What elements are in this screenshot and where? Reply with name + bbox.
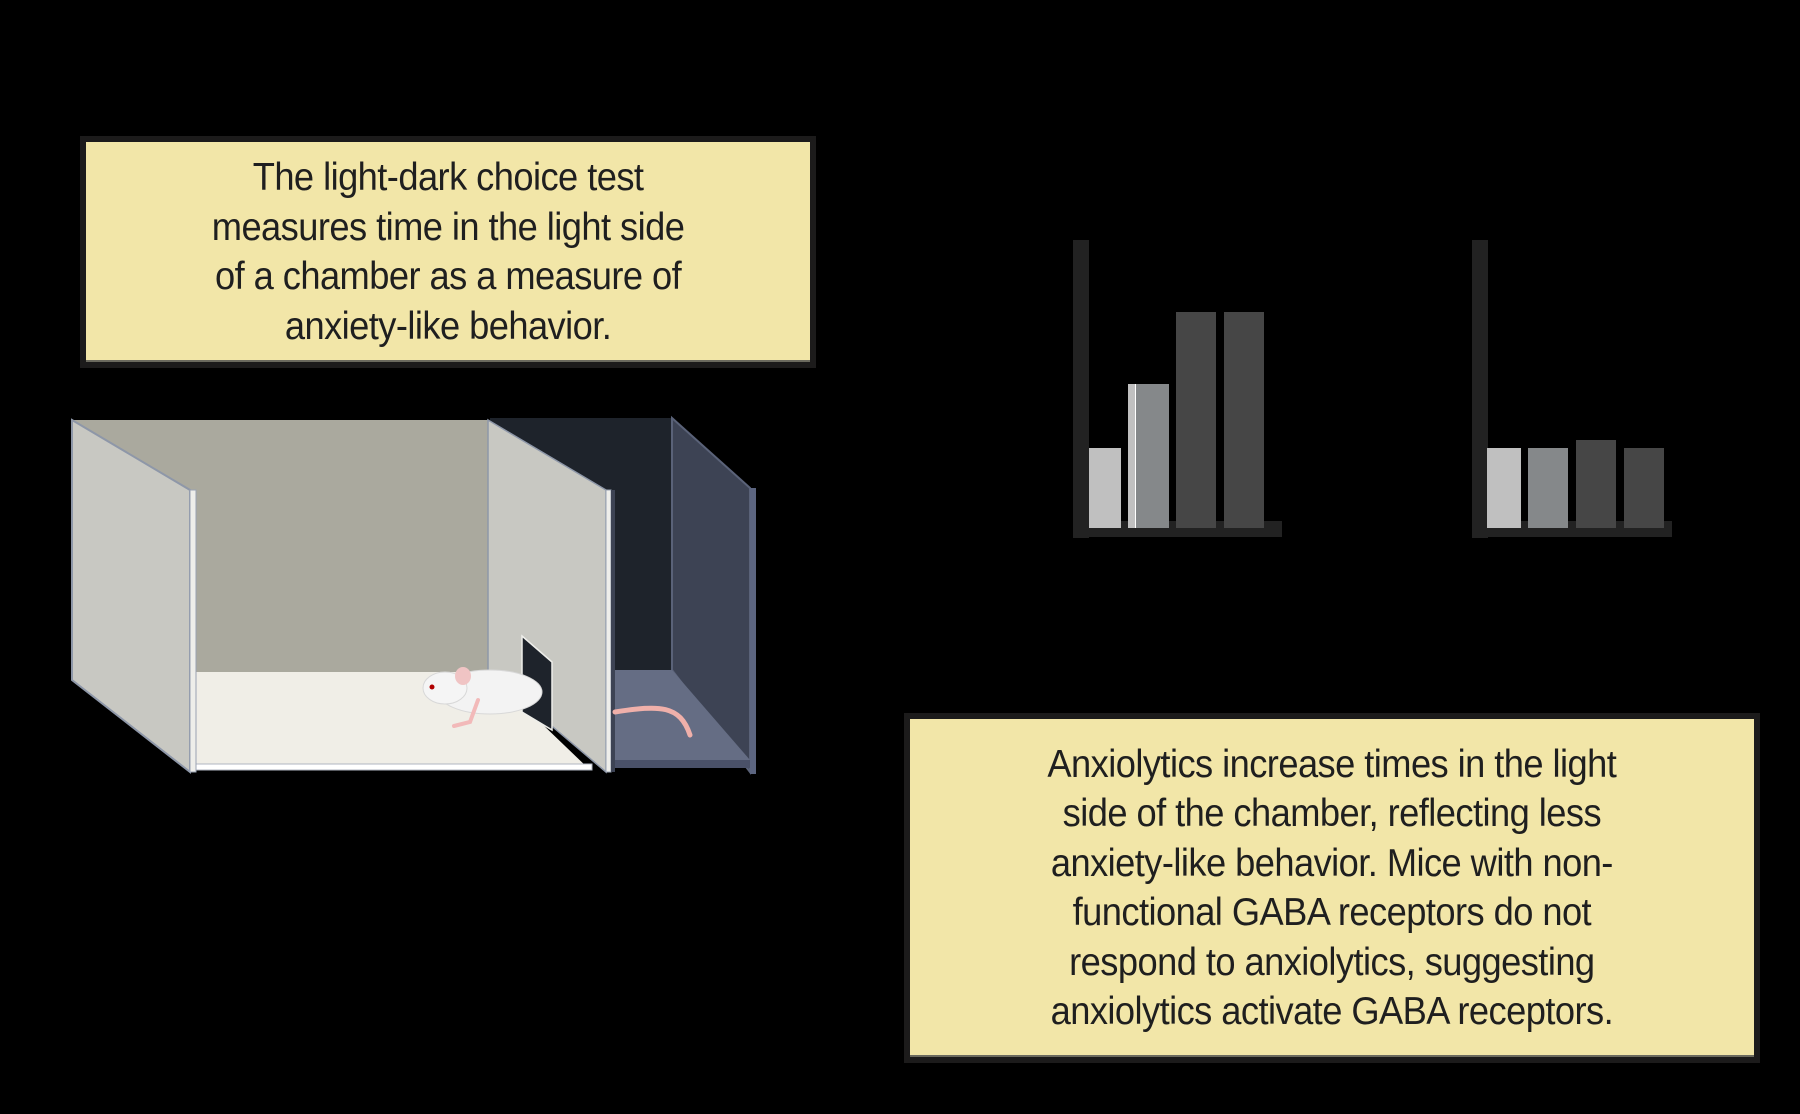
bar-1 bbox=[1089, 448, 1121, 528]
y-axis bbox=[1472, 240, 1488, 538]
callout-anxiolytics-conclusion: Anxiolytics increase times in the light … bbox=[904, 713, 1760, 1063]
callout-edge bbox=[86, 360, 810, 362]
bar-3 bbox=[1576, 440, 1616, 528]
bar-2 bbox=[1528, 448, 1568, 528]
callout-text: Anxiolytics increase times in the light … bbox=[1048, 740, 1617, 1037]
y-axis bbox=[1073, 240, 1089, 538]
callout-line: anxiolytics activate GABA receptors. bbox=[1050, 990, 1614, 1033]
bar-2 bbox=[1135, 384, 1169, 528]
callout-light-dark-test: The light-dark choice test measures time… bbox=[80, 136, 816, 368]
bar-chart-nonfunctional-gaba bbox=[1470, 236, 1680, 538]
callout-line: side of the chamber, reflecting less bbox=[1062, 792, 1602, 835]
bar-2-highlight bbox=[1128, 384, 1136, 528]
callout-line: anxiety-like behavior. bbox=[284, 304, 612, 348]
callout-line: measures time in the light side bbox=[211, 205, 685, 249]
bar-3 bbox=[1176, 312, 1216, 528]
bar-4 bbox=[1224, 312, 1264, 528]
bar-chart-wild-type bbox=[1070, 236, 1282, 538]
callout-line: functional GABA receptors do not bbox=[1072, 891, 1592, 934]
callout-edge bbox=[910, 1055, 1754, 1057]
callout-line: Anxiolytics increase times in the light bbox=[1047, 742, 1617, 786]
callout-line: anxiety-like behavior. Mice with non- bbox=[1051, 841, 1614, 885]
callout-line: The light-dark choice test bbox=[252, 156, 644, 199]
mouse-icon bbox=[422, 667, 693, 738]
bar-4 bbox=[1624, 448, 1664, 528]
x-axis bbox=[1472, 521, 1672, 537]
callout-line: of a chamber as a measure of bbox=[214, 255, 682, 298]
callout-text: The light-dark choice test measures time… bbox=[212, 153, 685, 351]
bar-1 bbox=[1487, 448, 1521, 528]
callout-line: respond to anxiolytics, suggesting bbox=[1069, 940, 1595, 984]
light-dark-chamber-illustration bbox=[71, 415, 756, 775]
